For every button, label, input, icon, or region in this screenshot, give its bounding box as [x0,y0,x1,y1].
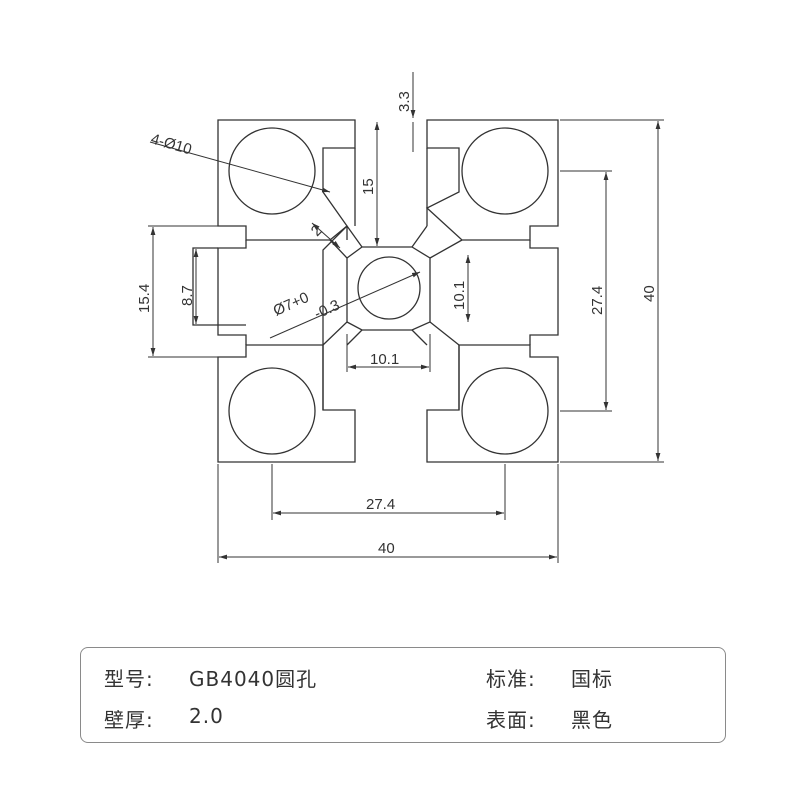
wall-dim-label: 2 [308,222,326,240]
spec-panel [80,647,726,743]
slot-inner-dim-label: 8.7 [179,285,196,306]
corner-hole-br [461,367,549,455]
surface-label: 表面: [486,708,536,732]
center-hole-dim-label: Ø7+0 [271,289,312,320]
model-value: GB4040圆孔 [189,667,318,691]
slot-depth-dim-label: 15 [360,178,377,195]
model-label: 型号: [104,667,154,691]
profile-outline-tr [425,119,559,241]
right-overall-dim-label: 40 [641,285,658,302]
left-slot [217,240,247,345]
top-slot-dim-label: 3.3 [396,91,413,112]
standard-value: 国标 [571,667,613,691]
surface-value: 黑色 [571,708,613,732]
core-width-dim-label: 10.1 [370,351,399,368]
right-hole-pitch-dim-label: 27.4 [589,286,606,315]
profile-outline-br [426,344,559,463]
center-hole [357,256,421,320]
wall-thickness-label: 壁厚: [104,708,154,732]
profile-outline-bl [217,344,356,463]
bottom-overall-dim-label: 40 [378,540,395,557]
core-height-dim-label: 10.1 [451,281,468,310]
standard-label: 标准: [486,667,536,691]
right-slot [529,240,559,345]
wall-thickness-value: 2.0 [189,704,224,728]
bottom-hole-pitch-dim-label: 27.4 [366,496,395,513]
corner-hole-tl [228,127,316,215]
center-hole-tolerance-label: -0.3 [312,297,343,323]
hole-callout-label: 4-Ø10 [149,131,194,159]
corner-hole-tr [461,127,549,215]
slot-outer-dim-label: 15.4 [136,284,153,313]
corner-hole-bl [228,367,316,455]
